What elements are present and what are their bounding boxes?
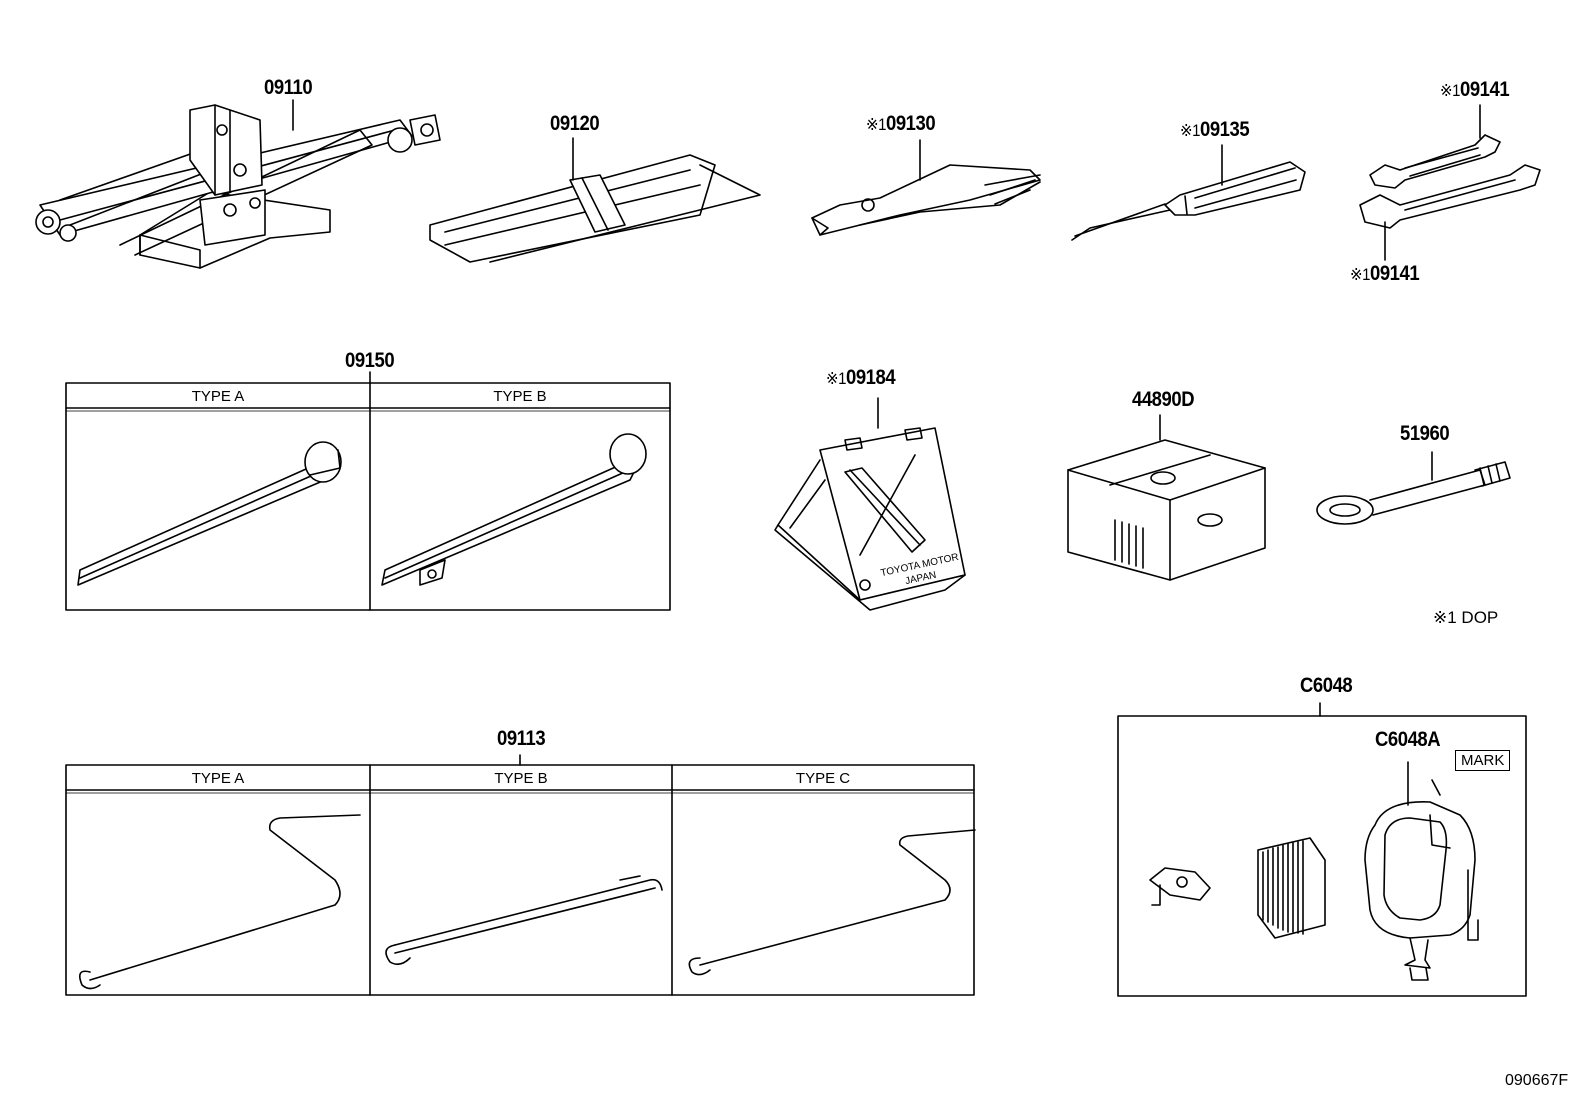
part-label-51960[interactable]: 51960	[1400, 422, 1450, 445]
dop-marker: ※1	[826, 369, 846, 388]
dop-marker: ※1	[866, 115, 886, 134]
table-09113-header-type-b: TYPE B	[494, 770, 548, 787]
mark-callout: MARK	[1455, 750, 1511, 771]
sealant-bottle-C6048A-drawing	[1365, 762, 1478, 980]
part-label-09130[interactable]: ※109130	[866, 112, 936, 135]
jack-handle-type-a-drawing	[80, 815, 360, 989]
part-label-09141-bottom[interactable]: ※109141	[1350, 262, 1420, 285]
part-label-C6048[interactable]: C6048	[1300, 674, 1353, 697]
wheel-chock-09184-drawing	[775, 398, 965, 610]
table-09113-header-type-a: TYPE A	[191, 770, 245, 787]
dop-legend: ※1 DOP	[1433, 608, 1499, 627]
tool-bag-09120-drawing	[430, 138, 760, 262]
part-label-C6048A[interactable]: C6048A	[1375, 728, 1441, 751]
part-label-44890D[interactable]: 44890D	[1132, 388, 1195, 411]
part-label-09184[interactable]: ※109184	[826, 366, 896, 389]
table-09113-frame	[66, 755, 974, 995]
table-09150-header-type-b: TYPE B	[493, 388, 547, 405]
dop-marker: ※1	[1350, 265, 1370, 284]
part-label-09150[interactable]: 09150	[345, 349, 395, 372]
jack-handle-type-b-drawing	[386, 876, 662, 964]
dop-marker: ※1	[1180, 121, 1200, 140]
group-C6048-frame	[1118, 703, 1526, 996]
wrench-09141-top-drawing	[1370, 105, 1500, 188]
diagram-code: 090667F	[1505, 1072, 1569, 1089]
table-09150-header-type-a: TYPE A	[191, 388, 245, 405]
part-label-09141-top[interactable]: ※109141	[1440, 78, 1510, 101]
part-label-09113[interactable]: 09113	[497, 727, 546, 750]
part-label-09110[interactable]: 09110	[264, 76, 313, 99]
table-09150-frame	[66, 372, 670, 610]
lug-wrench-type-a-drawing	[78, 442, 341, 585]
lug-wrench-type-b-drawing	[382, 434, 646, 585]
towing-eye-51960-drawing	[1317, 452, 1510, 524]
valve-core-tool-drawing	[1150, 868, 1210, 905]
part-label-09135[interactable]: ※109135	[1180, 118, 1250, 141]
pliers-09130-drawing	[812, 140, 1040, 235]
screwdriver-09135-drawing	[1072, 145, 1305, 240]
jack-09110-drawing	[36, 100, 440, 268]
part-label-09120[interactable]: 09120	[550, 112, 600, 135]
table-09113-header-type-c: TYPE C	[795, 770, 851, 787]
wrench-09141-bottom-drawing	[1360, 165, 1540, 260]
dop-marker: ※1	[1440, 81, 1460, 100]
repair-kit-44890D-drawing	[1068, 415, 1265, 580]
sealant-sheets-drawing	[1258, 838, 1325, 938]
jack-handle-type-c-drawing	[689, 830, 975, 975]
